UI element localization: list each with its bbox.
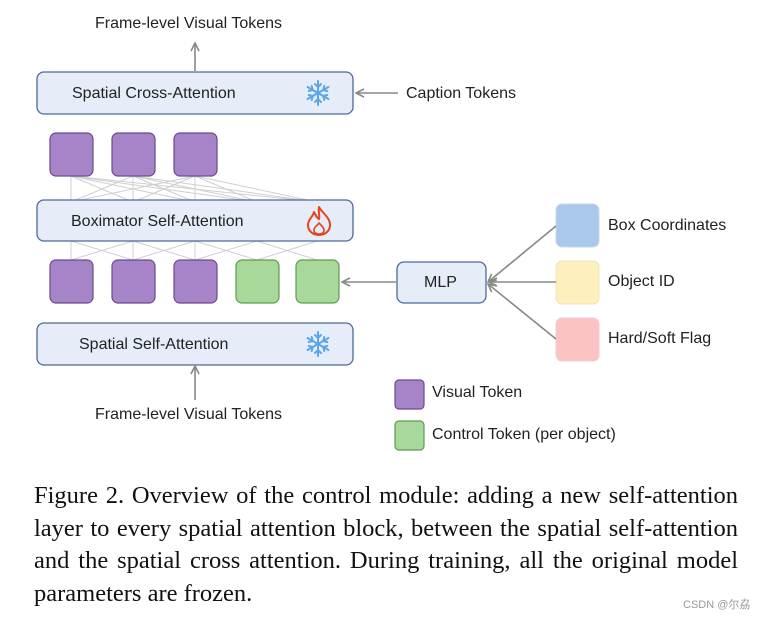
figure-caption: Figure 2. Overview of the control module… <box>34 482 738 607</box>
visual-token <box>111 259 156 304</box>
spatial-cross-attention-block <box>36 71 354 115</box>
spatial-self-attention-label: Spatial Self-Attention <box>79 336 229 353</box>
mlp-label: MLP <box>424 274 457 291</box>
diagram-canvas <box>36 0 600 451</box>
legend-control-swatch <box>394 420 425 451</box>
snowflake-icon <box>306 80 330 106</box>
box-coordinates-input <box>555 203 600 248</box>
visual-token <box>111 132 156 177</box>
input-label-box-coordinates: Box Coordinates <box>608 217 727 234</box>
bottom-input-label: Frame-level Visual Tokens <box>95 406 283 423</box>
snowflake-icon <box>306 331 330 357</box>
spatial-cross-attention-label: Spatial Cross-Attention <box>72 85 236 102</box>
watermark: CSDN @尔劦 <box>683 599 751 611</box>
boximator-self-attention-block <box>36 199 354 242</box>
control-token <box>295 259 340 304</box>
object-id-input <box>555 260 600 305</box>
legend-control-token-label: Control Token (per object) <box>432 426 616 443</box>
legend-visual-swatch <box>394 379 425 410</box>
input-label-object-id: Object ID <box>608 273 675 290</box>
mlp-block <box>396 261 487 304</box>
visual-token <box>173 259 218 304</box>
visual-token <box>173 132 218 177</box>
hard-soft-flag-arrow <box>488 284 557 340</box>
fire-icon <box>307 206 331 236</box>
top-output-label: Frame-level Visual Tokens <box>95 15 283 32</box>
hard-soft-flag-input <box>555 317 600 362</box>
boximator-self-attention-label: Boximator Self-Attention <box>71 213 244 230</box>
caption-tokens-label: Caption Tokens <box>406 85 516 102</box>
control-token <box>235 259 280 304</box>
box-coordinates-arrow <box>488 225 557 282</box>
token-connections <box>70 175 318 261</box>
visual-token <box>49 259 94 304</box>
legend-visual-token-label: Visual Token <box>432 384 523 401</box>
input-label-hard-soft-flag: Hard/Soft Flag <box>608 330 712 347</box>
visual-token <box>49 132 94 177</box>
